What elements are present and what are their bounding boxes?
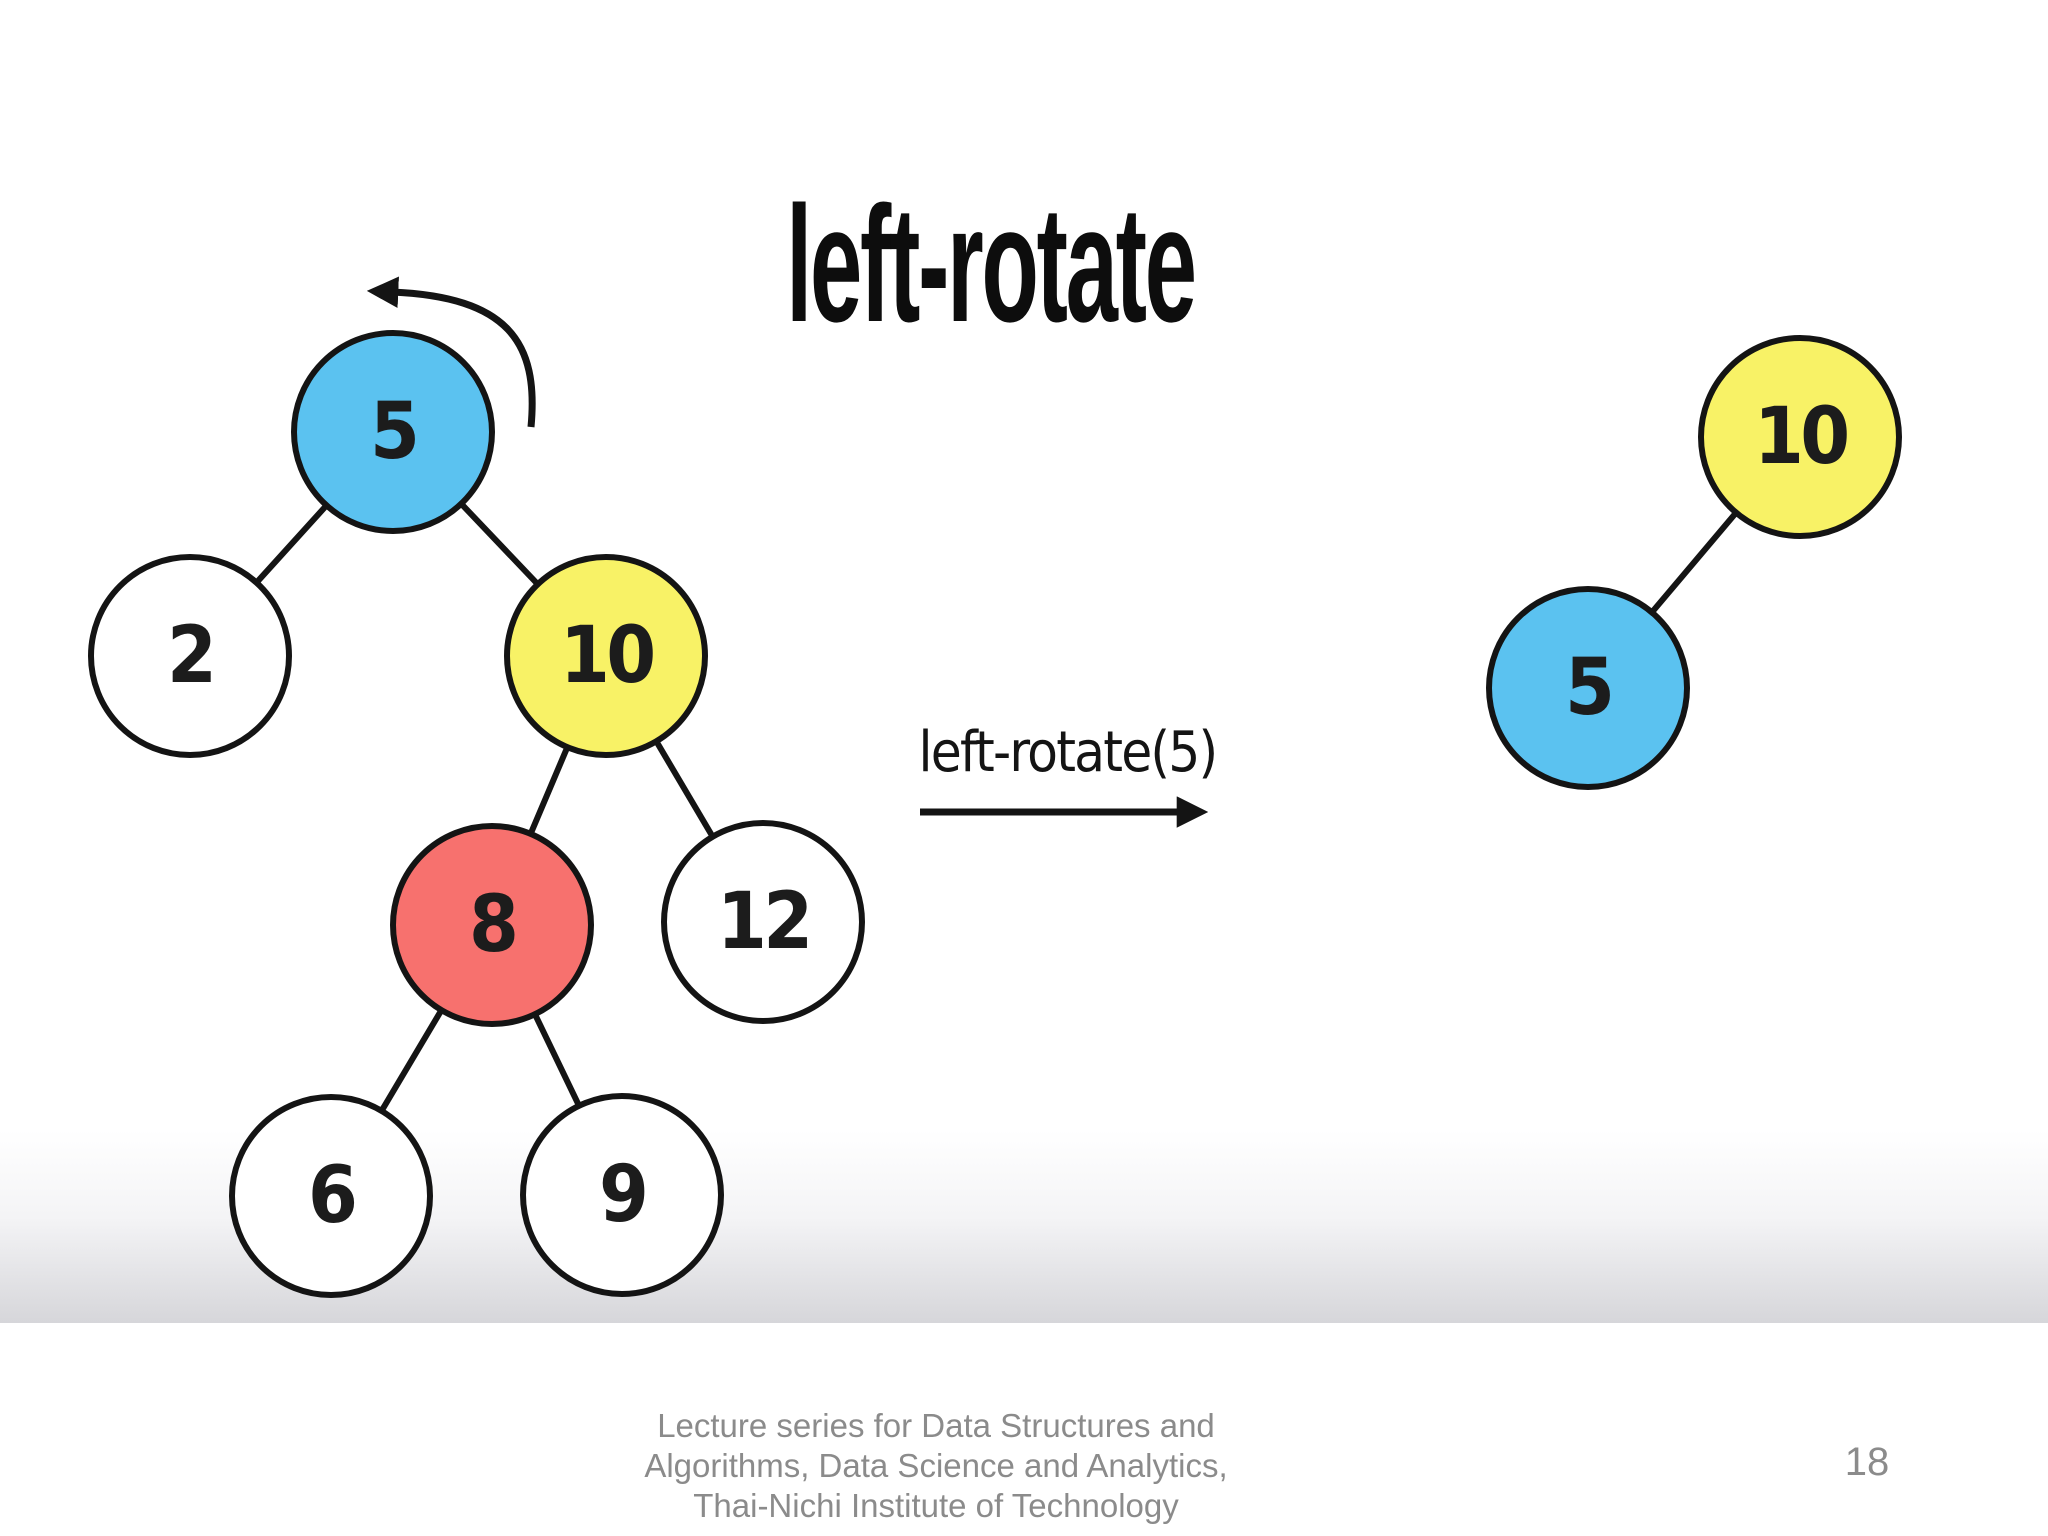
before-tree-node-10: 10	[504, 554, 708, 758]
footer-line-2: Algorithms, Data Science and Analytics,	[644, 1447, 1228, 1484]
operation-label: left-rotate(5)	[892, 712, 1242, 792]
after-tree-node-10: 10	[1698, 335, 1902, 539]
node-value: 10	[1753, 392, 1850, 482]
node-value: 5	[369, 387, 420, 477]
footer-line-1: Lecture series for Data Structures and	[657, 1407, 1215, 1444]
page-title-text: left-rotate	[785, 172, 1197, 356]
before-tree-node-6: 6	[229, 1094, 433, 1298]
before-tree-node-2: 2	[88, 554, 292, 758]
footer-credit: Lecture series for Data Structures and A…	[536, 1406, 1336, 1526]
before-tree-node-9: 9	[520, 1093, 724, 1297]
node-value: 12	[716, 877, 813, 967]
node-value: 9	[598, 1150, 649, 1240]
node-value: 10	[559, 611, 656, 701]
footer-line-3: Thai-Nichi Institute of Technology	[693, 1487, 1179, 1524]
after-tree-node-5: 5	[1486, 586, 1690, 790]
node-value: 5	[1564, 643, 1615, 733]
before-tree-node-8: 8	[390, 823, 594, 1027]
operation-label-text: left-rotate(5)	[918, 719, 1218, 785]
page-number: 18	[1844, 1440, 1890, 1484]
rotation-arc-arrow-icon	[366, 276, 536, 428]
before-tree-edges	[187, 429, 766, 1198]
node-value: 6	[307, 1151, 358, 1241]
node-value: 2	[166, 611, 217, 701]
node-value: 8	[468, 880, 519, 970]
page-title: left-rotate	[740, 172, 1240, 357]
before-tree-node-5: 5	[291, 330, 495, 534]
before-tree-node-12: 12	[661, 820, 865, 1024]
